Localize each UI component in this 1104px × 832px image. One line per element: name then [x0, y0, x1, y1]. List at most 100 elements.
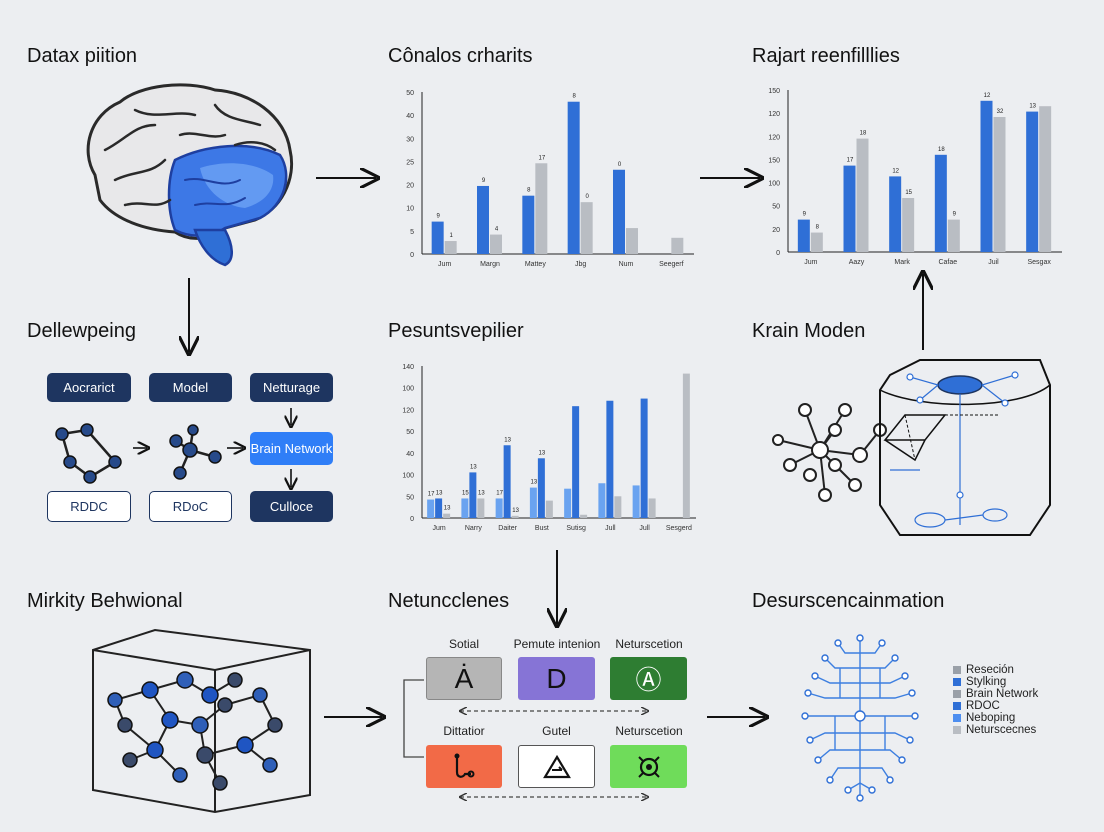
bar	[567, 101, 580, 254]
x-tick-label: Daiter	[498, 525, 517, 532]
bar	[797, 219, 810, 252]
x-tick-label: Jum	[804, 259, 817, 266]
y-tick-label: 20	[772, 227, 780, 234]
bar	[477, 185, 489, 254]
bar	[435, 498, 443, 518]
data-label: 0	[585, 194, 589, 200]
data-label: 13	[531, 480, 538, 486]
legend-swatch	[953, 666, 961, 674]
x-tick-label: Jull	[639, 525, 650, 532]
data-label: 13	[470, 464, 477, 470]
tile-connectors	[403, 679, 688, 805]
brain-model-illustration	[772, 359, 1051, 536]
y-tick-label: 50	[406, 494, 414, 501]
bar	[535, 163, 548, 254]
bar	[469, 472, 477, 518]
data-label: 18	[938, 147, 945, 153]
y-tick-label: 40	[406, 451, 414, 458]
data-label: 13	[512, 508, 519, 514]
data-label: 13	[444, 506, 451, 512]
bar	[522, 195, 535, 254]
section-title-charts: Cônalos crharits	[388, 45, 533, 67]
y-tick-label: 0	[410, 252, 414, 259]
bar	[503, 445, 511, 518]
bar	[626, 228, 638, 254]
x-tick-label: Narry	[465, 525, 483, 532]
circuit-brain-illustration	[801, 634, 919, 802]
section-title-dissemination: Desurscencainmation	[752, 590, 945, 612]
bar	[632, 485, 640, 518]
chart-2: 0205010015012012015098Jum1718Aazy1215Mar…	[768, 88, 1062, 266]
tile-label-2: Pemute intenion	[513, 637, 601, 651]
data-label: 18	[860, 131, 867, 137]
y-tick-label: 30	[406, 136, 414, 143]
tile-label-5: Gutel	[542, 724, 571, 738]
y-tick-label: 120	[402, 407, 414, 414]
legend-item: RDOC	[953, 700, 1038, 712]
y-tick-label: 25	[406, 159, 414, 166]
y-tick-label: 150	[768, 157, 780, 164]
data-label: 1	[449, 233, 453, 239]
data-label: 15	[462, 490, 469, 496]
route-icon	[454, 753, 475, 778]
x-tick-label: Cafae	[938, 259, 957, 266]
bar	[843, 165, 856, 252]
bar	[495, 498, 503, 518]
data-label: 8	[572, 94, 576, 100]
legend-item: Reseción	[953, 664, 1038, 676]
section-title-neuroscience: Netuncclenes	[388, 590, 510, 612]
legend-item: Neturscecnes	[953, 724, 1038, 736]
data-label: 8	[527, 188, 531, 194]
brain-illustration	[86, 83, 293, 267]
tile-label-4: Dittatior	[443, 724, 485, 738]
tile-label-3: Neturscetion	[615, 637, 683, 651]
bar	[537, 458, 545, 518]
x-tick-label: Jum	[433, 525, 446, 532]
x-tick-label: Jbg	[575, 261, 586, 268]
bar	[427, 499, 435, 518]
bar	[477, 498, 485, 518]
data-label: 17	[496, 490, 503, 496]
bar	[444, 241, 457, 254]
section-title-data-partition: Datax piition	[27, 45, 138, 67]
bar	[1039, 106, 1052, 252]
x-tick-label: Jum	[438, 261, 451, 268]
data-label: 13	[1029, 104, 1036, 110]
data-label: 9	[803, 212, 807, 218]
pipeline-box-brain-network: Brain Network	[250, 432, 333, 465]
bar	[613, 169, 625, 254]
legend-item: Stylking	[953, 676, 1038, 688]
y-tick-label: 140	[402, 364, 414, 371]
bar	[889, 176, 902, 252]
legend-item: Neboping	[953, 712, 1038, 724]
y-tick-label: 20	[406, 183, 414, 190]
section-title-pesunts: Pesuntsvepilier	[388, 320, 524, 342]
bar	[902, 198, 915, 252]
y-tick-label: 0	[410, 516, 414, 523]
data-label: 15	[905, 190, 912, 196]
data-label: 32	[997, 109, 1004, 115]
y-tick-label: 40	[406, 113, 414, 120]
bar	[934, 154, 947, 252]
legend-swatch	[953, 702, 961, 710]
tile-pemute: D	[518, 657, 595, 700]
x-tick-label: Seegerf	[659, 261, 684, 268]
legend-swatch	[953, 678, 961, 686]
y-tick-label: 100	[768, 181, 780, 188]
bar	[564, 488, 572, 518]
data-label: 17	[538, 155, 545, 161]
y-tick-label: 5	[410, 229, 414, 236]
y-tick-label: 100	[402, 386, 414, 393]
data-label: 13	[436, 490, 443, 496]
pipeline-box-3: Netturage	[250, 373, 333, 402]
legend-label: Neturscecnes	[966, 724, 1037, 736]
bar	[598, 483, 606, 518]
data-label: 17	[847, 158, 854, 164]
section-title-behavioral: Mirkity Behwional	[27, 590, 183, 612]
bar	[443, 513, 451, 518]
bar	[614, 496, 622, 518]
x-tick-label: Jull	[605, 525, 616, 532]
legend-label: RDOC	[966, 700, 1000, 712]
